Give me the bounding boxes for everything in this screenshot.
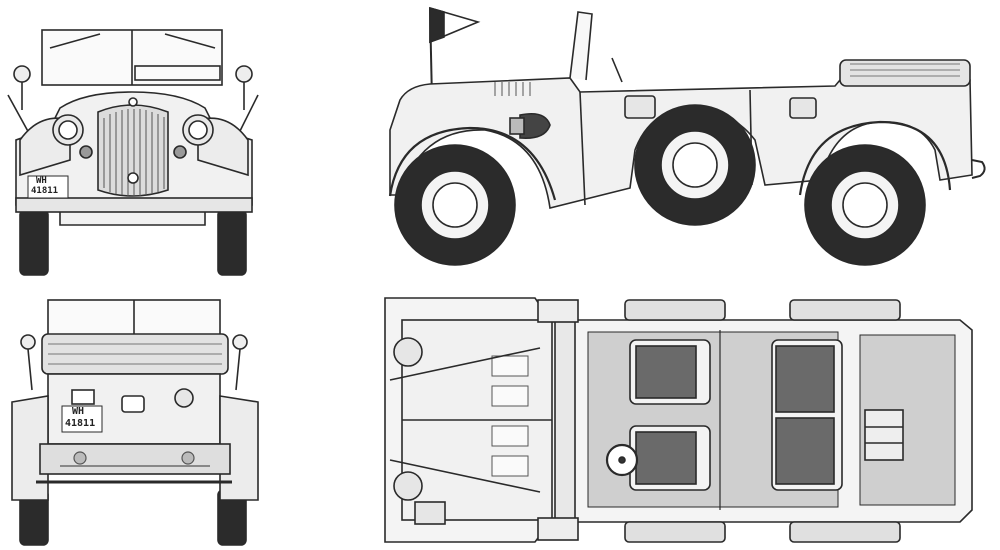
rear-seats bbox=[771, 339, 843, 491]
rear-body bbox=[11, 373, 259, 501]
rear-plate-line1: WH bbox=[72, 406, 85, 417]
top-view bbox=[360, 290, 1000, 550]
front-tires bbox=[19, 209, 247, 276]
front-seats bbox=[629, 339, 711, 491]
front-plate-line2: 41811 bbox=[31, 186, 59, 196]
radiator-grille bbox=[97, 97, 169, 197]
windshield-frame bbox=[41, 29, 223, 86]
top-tires bbox=[624, 299, 901, 543]
top-headlamps bbox=[393, 337, 446, 525]
rear-plate-line2: 41811 bbox=[65, 418, 96, 429]
hood bbox=[389, 319, 553, 521]
tail-lamps bbox=[71, 388, 194, 413]
windshield-top bbox=[537, 299, 579, 541]
side-fenders bbox=[388, 120, 952, 201]
headlights bbox=[52, 114, 214, 159]
rear-windshield-frame bbox=[47, 299, 221, 337]
windshield-side bbox=[569, 11, 623, 83]
folded-top bbox=[41, 333, 229, 375]
steering-wheel bbox=[605, 443, 639, 477]
side-view bbox=[360, 0, 1000, 285]
front-license-plate bbox=[27, 175, 69, 199]
side-mirrors bbox=[7, 65, 259, 136]
rear-tires bbox=[19, 489, 247, 546]
middle-wheel bbox=[634, 104, 756, 226]
rear-wheel bbox=[804, 144, 926, 266]
tow-hook bbox=[971, 159, 986, 179]
rear-mirrors bbox=[20, 334, 248, 391]
pennant-flag bbox=[429, 6, 481, 101]
rear-chassis bbox=[60, 451, 210, 467]
rear-compartment bbox=[864, 409, 904, 461]
rear-view: WH 41811 bbox=[0, 290, 270, 550]
front-view: WH 41811 bbox=[0, 0, 270, 285]
front-wheel bbox=[394, 144, 516, 266]
rear-license-plate bbox=[61, 405, 103, 433]
engine-detail bbox=[509, 112, 551, 140]
front-fenders bbox=[19, 117, 249, 177]
front-plate-line1: WH bbox=[36, 176, 47, 186]
